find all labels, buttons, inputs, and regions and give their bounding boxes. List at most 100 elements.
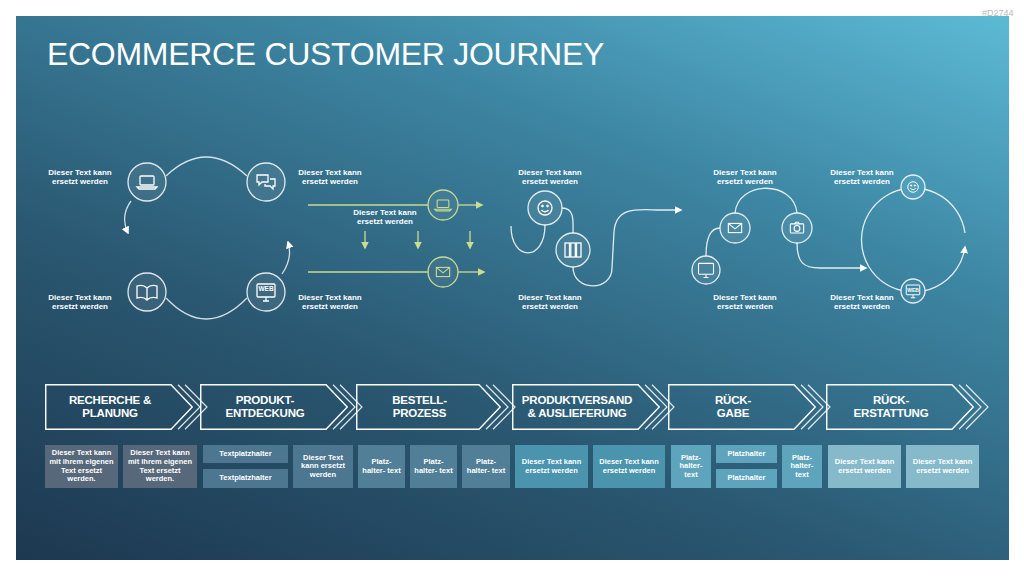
- illustration-use: [435, 200, 452, 211]
- box-text: Platz- halter- text: [358, 458, 405, 475]
- chevron-border: [201, 385, 348, 430]
- stage-note: Dieser Text kann ersetzt werden: [706, 293, 784, 311]
- box-text: Dieser Text kann mit ihrem eigenen Text …: [45, 449, 118, 483]
- research-cycle: [125, 157, 290, 319]
- illustration-path: [364, 231, 365, 248]
- text-box: Platz- halter- text: [358, 445, 405, 488]
- chevron-echo: [185, 385, 207, 430]
- illustration-circle: [128, 273, 166, 311]
- box-text: Platz- halter- text: [671, 454, 711, 480]
- stage-title: RÜCK- GABE: [706, 394, 761, 420]
- chevron-echo: [959, 385, 981, 430]
- icon-text: WEB: [254, 285, 278, 293]
- illustration-path: [511, 225, 545, 253]
- slide-title: ECOMMERCE CUSTOMER JOURNEY: [47, 36, 604, 73]
- illustration-circle: [128, 163, 166, 201]
- illustration-path: [308, 271, 428, 272]
- illustration-use: [137, 285, 157, 300]
- box-text: Platz- halter- text: [410, 458, 457, 475]
- stage-title: PRODUKT- ENTDECKUNG: [215, 394, 315, 420]
- chevron-echo: [645, 385, 667, 430]
- illustration-circle: [528, 191, 562, 225]
- stage-title: BESTELL- PROZESS: [375, 394, 465, 420]
- stage-note: Dieser Text kann ersetzt werden: [346, 208, 424, 226]
- illustration-circle: [428, 257, 458, 287]
- illustration-path: [458, 271, 484, 272]
- stage-note: Dieser Text kann ersetzt werden: [823, 168, 901, 186]
- illustration-path: [469, 231, 470, 248]
- stage-note: Dieser Text kann ersetzt werden: [511, 168, 589, 186]
- illustration-circle: [720, 213, 750, 243]
- text-box: Dieser Text kann ersetzt werden: [515, 445, 588, 488]
- illustration-use: [137, 176, 157, 189]
- box-text: Dieser Text kann mit ihrem eigenen Text …: [123, 449, 197, 483]
- stage-note: Dieser Text kann ersetzt werden: [41, 168, 119, 186]
- illustration-use: [538, 201, 552, 215]
- order-flow-lines: [308, 190, 484, 287]
- box-text: Dieser Text kann ersetzt werden: [515, 458, 588, 475]
- illustration-path: [458, 204, 482, 205]
- box-text: Dieser Text kann ersetzt werden: [828, 458, 901, 475]
- box-text: Textplatzhalter: [216, 474, 274, 483]
- stage-chevron: RÜCK- ERSTATTUNG: [826, 384, 974, 430]
- illustration-use: [436, 267, 449, 276]
- illustration-circle: [782, 213, 812, 243]
- illustration-path: [166, 298, 247, 319]
- stage-note: Dieser Text kann ersetzt werden: [291, 168, 369, 186]
- box-text: Platzhalter: [725, 450, 769, 459]
- stage-title: RÜCK- ERSTATTUNG: [841, 394, 941, 420]
- illustration-use: [565, 243, 581, 257]
- text-box: Dieser Text kann mit ihrem eigenen Text …: [123, 445, 197, 488]
- text-box: Dieser Text kann mit ihrem eigenen Text …: [45, 445, 118, 488]
- shipping-icons: [538, 201, 581, 257]
- chevron-echo: [652, 385, 674, 430]
- box-text: Dieser Text kann ersetzt werden: [593, 458, 665, 475]
- order-icons: [435, 200, 452, 277]
- stage-note: Dieser Text kann ersetzt werden: [41, 293, 119, 311]
- chevron-border: [357, 385, 501, 430]
- illustration-circle: [428, 190, 458, 220]
- chevron-border: [46, 385, 193, 430]
- stage-note: Dieser Text kann ersetzt werden: [291, 293, 369, 311]
- stage-chevron: BESTELL- PROZESS: [356, 384, 501, 430]
- text-box: Platz- halter- text: [671, 445, 711, 488]
- chevron-echo: [340, 385, 362, 430]
- chevron-echo: [493, 385, 515, 430]
- chevron-echo: [801, 385, 823, 430]
- stage-chevron: PRODUKT- ENTDECKUNG: [200, 384, 348, 430]
- illustration-circle: [901, 279, 925, 303]
- chevron-echo: [486, 385, 508, 430]
- box-text: Platz- halter- text: [782, 454, 822, 480]
- stage-note: Dieser Text kann ersetzt werden: [706, 168, 784, 186]
- illustration-path: [706, 228, 720, 256]
- stage-chevron: PRODUKTVERSAND & AUSLIEFERUNG: [512, 384, 660, 430]
- chevron-border: [669, 385, 816, 430]
- chevron-echo: [966, 385, 988, 430]
- illustration-path: [125, 201, 131, 233]
- stage-note: Dieser Text kann ersetzt werden: [511, 293, 589, 311]
- stage-title: RECHERCHE & PLANUNG: [60, 394, 160, 420]
- illustration-path: [861, 188, 965, 292]
- illustration-circle: [247, 273, 285, 311]
- text-box: Platzhalter: [716, 469, 777, 488]
- text-box: Textplatzhalter: [203, 445, 288, 463]
- box-text: Dieser Text kann ersetzt werden: [293, 454, 353, 480]
- illustration-path: [735, 188, 797, 213]
- chevron-border: [827, 385, 974, 430]
- stage-chevron: RÜCK- GABE: [668, 384, 816, 430]
- illustration-circle: [247, 163, 285, 201]
- illustration-path: [797, 243, 866, 268]
- box-text: Platzhalter: [725, 474, 769, 483]
- illustration-path: [562, 208, 573, 233]
- illustration-path: [282, 242, 290, 274]
- box-text: Textplatzhalter: [216, 450, 274, 459]
- return-path: [692, 188, 866, 284]
- illustration-circle: [901, 175, 925, 199]
- illustration-circle: [556, 233, 590, 267]
- watermark: #D2744: [982, 8, 1014, 18]
- box-text: Platz- halter- text: [462, 458, 510, 475]
- text-box: Platz- halter- text: [462, 445, 510, 488]
- stage-title: PRODUKTVERSAND & AUSLIEFERUNG: [517, 394, 637, 420]
